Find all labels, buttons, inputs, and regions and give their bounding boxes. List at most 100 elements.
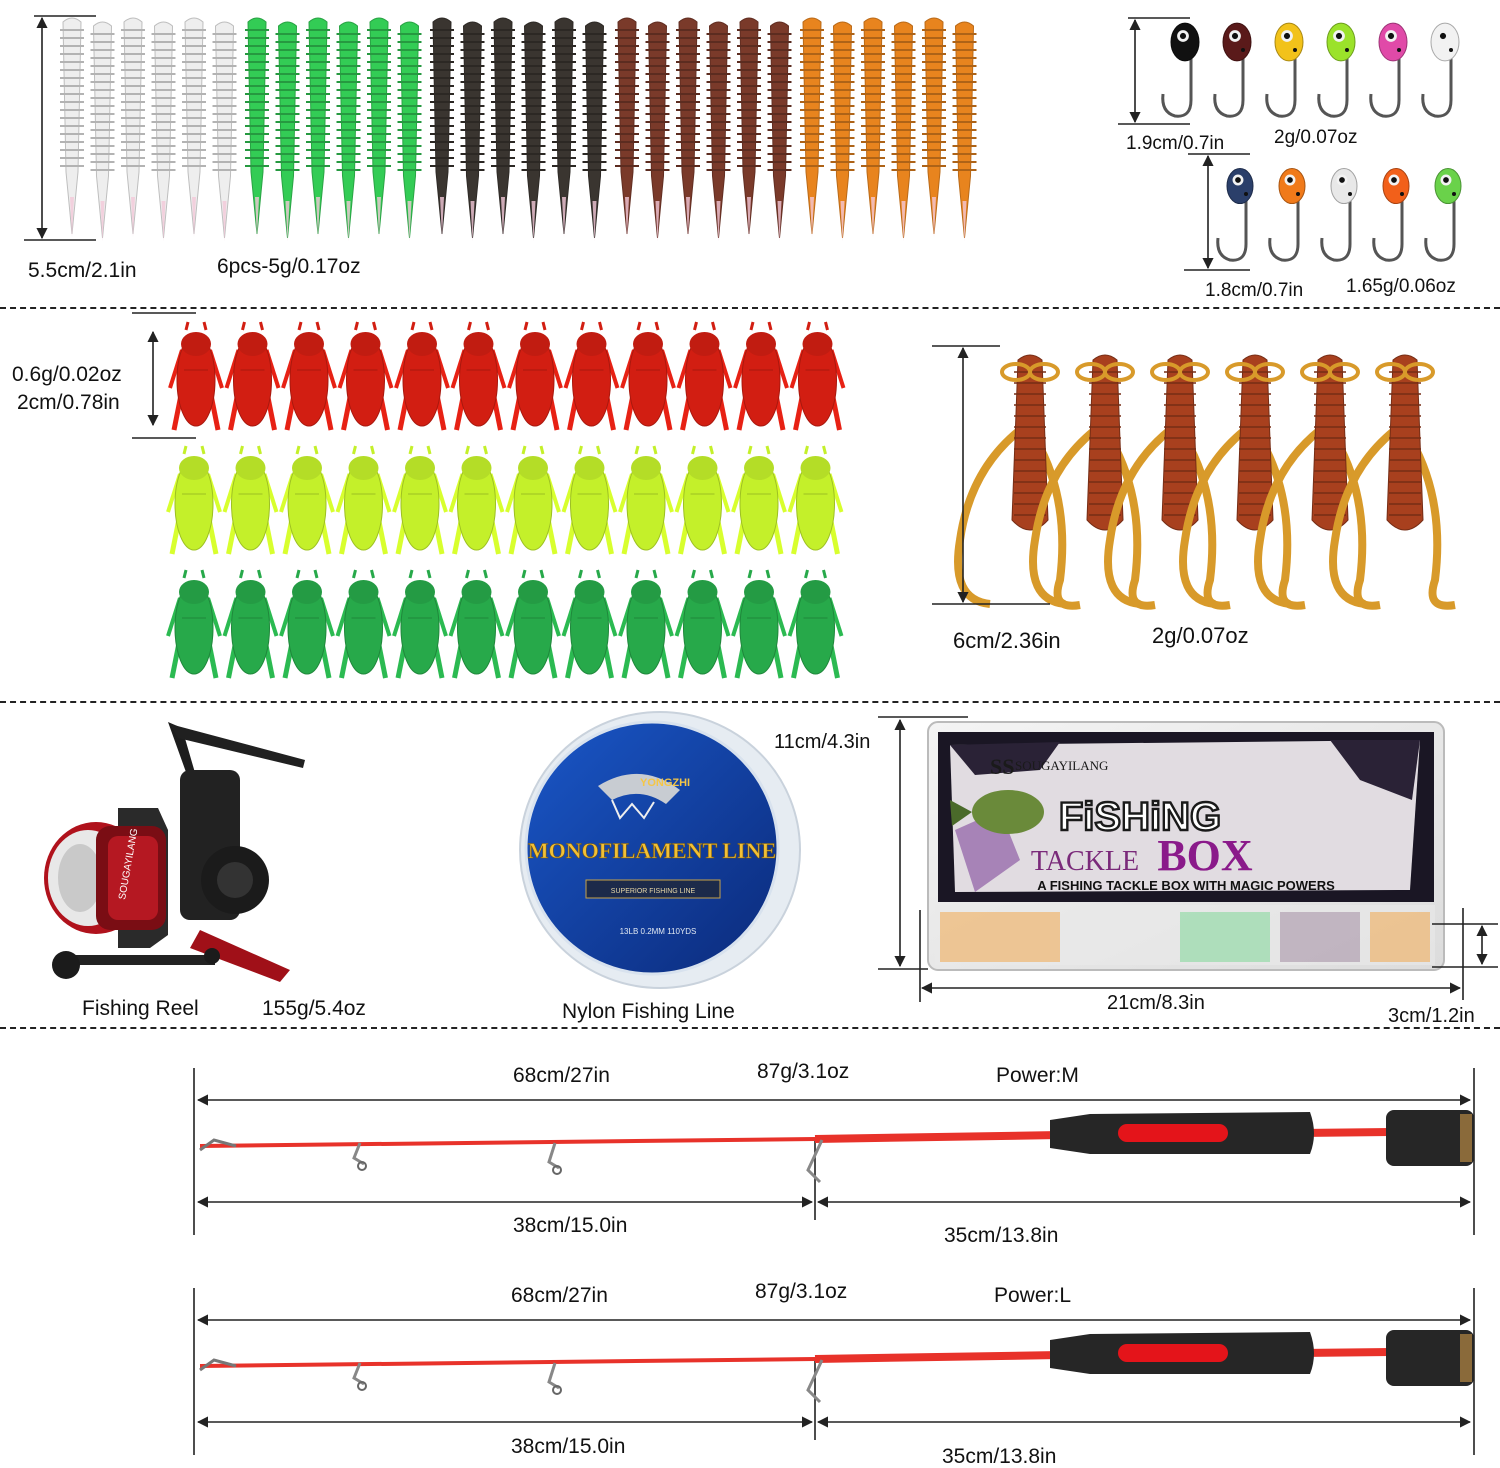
worm-lure	[212, 21, 237, 241]
rod2-handle-label: 35cm/13.8in	[942, 1445, 1057, 1468]
box-logo-mark: SS	[990, 754, 1014, 779]
worm-lure	[582, 21, 607, 241]
craw-lure	[1329, 354, 1456, 610]
cricket-lure	[618, 569, 674, 679]
worm-lure	[460, 21, 485, 241]
monofilament-spool-image: YONGZHI MONOFILAMENT LINE SUPERIOR FISHI…	[519, 711, 801, 989]
spool-subtitle-text: SUPERIOR FISHING LINE	[611, 888, 696, 895]
worm-lure	[830, 21, 855, 241]
worm-lure	[676, 17, 700, 237]
cricket-lure	[222, 445, 279, 555]
separator-1	[0, 307, 1500, 309]
jig-head	[1268, 167, 1306, 262]
jig-head	[1265, 22, 1304, 118]
box-title-box: BOX	[1157, 831, 1253, 880]
cricket-lure	[222, 569, 279, 679]
cricket-lure	[392, 569, 448, 679]
cricket-lure	[676, 321, 733, 431]
jig-head	[1161, 22, 1200, 118]
box-depth-label: 3cm/1.2in	[1388, 1005, 1475, 1027]
jig-heads-row2	[1216, 167, 1462, 262]
worm-lure	[552, 17, 576, 237]
worm-lure	[800, 17, 824, 237]
jig-head	[1421, 22, 1460, 118]
spool-spec-text: 13LB 0.2MM 110YDS	[620, 927, 697, 936]
jig-head	[1372, 167, 1410, 262]
worm-lure	[891, 21, 916, 241]
fishing-rod	[193, 1068, 1475, 1235]
worm-lure	[645, 21, 670, 241]
cricket-lures	[166, 321, 846, 679]
jig-head	[1317, 22, 1356, 118]
cricket-lure	[505, 569, 561, 679]
box-title-line1: FiSHiNG	[1059, 795, 1221, 839]
cricket-lure	[450, 321, 507, 431]
cricket-lure	[561, 445, 618, 555]
box-width-label: 21cm/8.3in	[1107, 992, 1205, 1014]
cricket-lure	[789, 321, 846, 431]
cricket-lure	[731, 569, 787, 679]
jig-head	[1369, 22, 1408, 118]
cricket-lure	[166, 445, 222, 555]
fishing-reel-image: SOUGAYILANG	[44, 722, 305, 982]
worm-lure	[151, 21, 176, 241]
box-tagline: A FISHING TACKLE BOX WITH MAGIC POWERS	[1037, 878, 1335, 893]
rod2-total-label: 68cm/27in	[511, 1284, 608, 1307]
cricket-lure	[279, 569, 335, 679]
jig-head	[1213, 22, 1252, 118]
jig-head	[1216, 167, 1254, 262]
spool-brand-text: YONGZHI	[640, 777, 690, 789]
cricket-lure	[731, 445, 787, 555]
worm-lure	[245, 17, 269, 237]
reel-weight-label: 155g/5.4oz	[262, 997, 366, 1020]
worm-lure	[952, 21, 977, 241]
cricket-lure	[448, 445, 505, 555]
worm-lure	[861, 17, 885, 237]
fishing-rods	[193, 1068, 1475, 1455]
reel-name-label: Fishing Reel	[82, 997, 199, 1020]
jig-heads-row1	[1161, 22, 1460, 118]
worm-lure	[706, 21, 731, 241]
rod2-tip-label: 38cm/15.0in	[511, 1435, 626, 1458]
spool-title-text: MONOFILAMENT LINE	[528, 838, 776, 863]
cricket-lure	[733, 321, 789, 431]
box-height-label: 11cm/4.3in	[774, 731, 871, 753]
craw-size-label: 6cm/2.36in	[953, 628, 1061, 653]
cricket-lure	[674, 445, 731, 555]
worm-lure	[367, 17, 391, 237]
separator-3	[0, 1027, 1500, 1029]
worm-lure	[430, 17, 454, 237]
worm-lure	[521, 21, 546, 241]
cricket-lure	[337, 321, 394, 431]
jig-row2-weight-label: 1.65g/0.06oz	[1346, 276, 1456, 297]
craw-lure	[1029, 354, 1156, 610]
cricket-lure	[507, 321, 563, 431]
cricket-lure	[620, 321, 676, 431]
jig-head	[1320, 167, 1358, 262]
rod1-power-label: Power:M	[996, 1064, 1079, 1087]
rod1-tip-label: 38cm/15.0in	[513, 1214, 628, 1237]
worm-lure	[90, 21, 115, 241]
worm-lure	[182, 17, 206, 237]
jig-row2-size-label: 1.8cm/0.7in	[1205, 280, 1304, 301]
worm-lure	[767, 21, 792, 241]
tackle-box-image: SOUGAYILANG SS FiSHiNG TACKLE BOX A FISH…	[927, 721, 1445, 971]
rod2-weight-label: 87g/3.1oz	[755, 1280, 848, 1303]
jig-row1-size-label: 1.9cm/0.7in	[1126, 133, 1225, 154]
box-title-tackle: TACKLE	[1031, 846, 1139, 877]
worm-lure	[615, 17, 639, 237]
worm-lure	[121, 17, 145, 237]
craw-lure	[1254, 354, 1381, 610]
cricket-lure	[279, 445, 335, 555]
worm-size-label: 5.5cm/2.1in	[28, 259, 137, 282]
cricket-lure	[281, 321, 337, 431]
cricket-lure	[618, 445, 674, 555]
worm-lure	[306, 17, 330, 237]
cricket-lure	[448, 569, 505, 679]
worm-lure	[922, 17, 946, 237]
cricket-lure	[561, 569, 618, 679]
worm-lure	[397, 21, 422, 241]
jig-head	[1424, 167, 1462, 262]
cricket-lure	[335, 569, 392, 679]
